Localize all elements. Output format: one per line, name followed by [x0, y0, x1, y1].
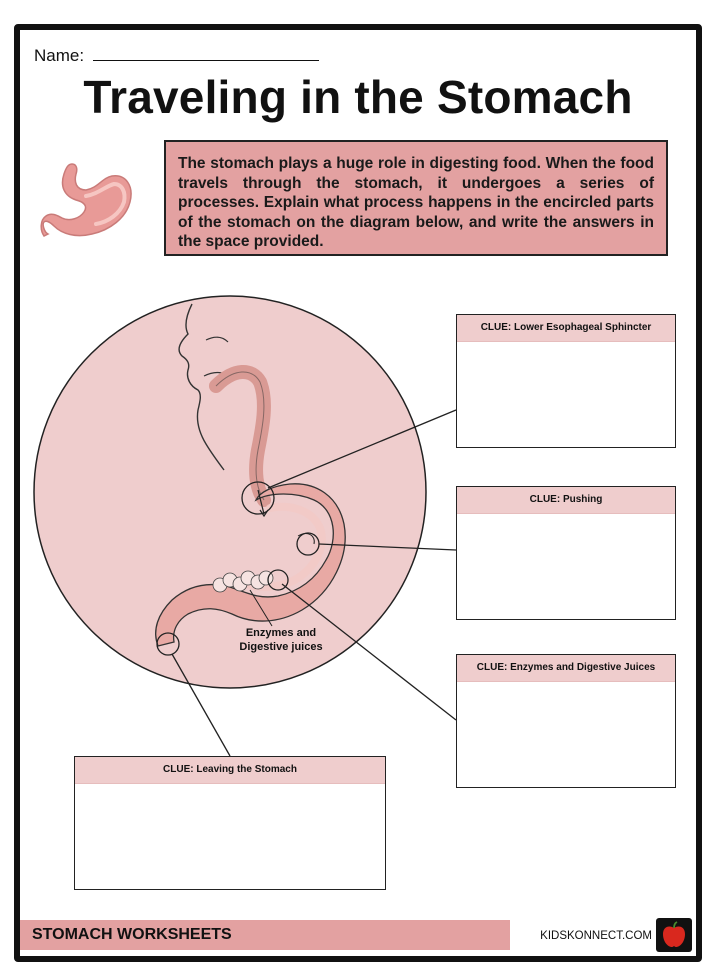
- clue-box-leaving[interactable]: CLUE: Leaving the Stomach: [74, 756, 386, 890]
- leader-line-enzymes: [281, 583, 457, 721]
- apple-logo-icon: [656, 918, 692, 952]
- name-label: Name:: [34, 46, 85, 65]
- clue-header: CLUE: Enzymes and Digestive Juices: [457, 655, 675, 682]
- name-field-row: Name:: [34, 46, 319, 66]
- highlight-circle-sphincter: [241, 481, 275, 515]
- leader-line-label: [249, 589, 273, 627]
- diagram-background-circle: [33, 295, 427, 689]
- head-outline: [178, 303, 225, 471]
- leader-line-leaving: [171, 653, 231, 757]
- stomach-icon: [40, 163, 132, 237]
- worksheet-page: Name: Traveling in the Stomach The stoma…: [14, 24, 702, 962]
- clue-box-enzymes[interactable]: CLUE: Enzymes and Digestive Juices: [456, 654, 676, 788]
- leader-line-pushing: [318, 543, 457, 551]
- name-blank-line[interactable]: [92, 46, 319, 61]
- diagram-enzymes-label: Enzymes and Digestive juices: [239, 627, 323, 653]
- instructions-box: The stomach plays a huge role in digesti…: [164, 140, 668, 256]
- highlight-circle-leaving: [156, 632, 180, 656]
- clue-box-pushing[interactable]: CLUE: Pushing: [456, 486, 676, 620]
- clue-header: CLUE: Leaving the Stomach: [75, 757, 385, 784]
- leader-line-sphincter: [267, 409, 457, 489]
- clue-header: CLUE: Pushing: [457, 487, 675, 514]
- footer-brand: KIDSKONNECT.COM: [540, 930, 652, 942]
- clue-box-sphincter[interactable]: CLUE: Lower Esophageal Sphincter: [456, 314, 676, 448]
- highlight-circle-enzymes: [267, 569, 289, 591]
- stomach-body: [155, 483, 346, 647]
- stomach-diagram: [33, 295, 457, 757]
- nose-line: [205, 336, 229, 343]
- footer-title: STOMACH WORKSHEETS: [20, 920, 510, 950]
- clue-header: CLUE: Lower Esophageal Sphincter: [457, 315, 675, 342]
- page-title: Traveling in the Stomach: [83, 71, 633, 123]
